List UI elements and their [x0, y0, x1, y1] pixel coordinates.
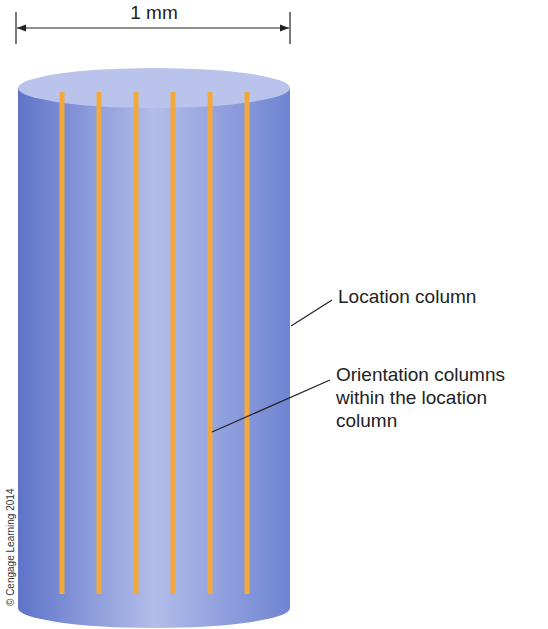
dimension-tick: [15, 12, 16, 44]
part-label: Location column: [338, 286, 543, 309]
copyright-watermark: © Cengage Learning 2014: [5, 489, 16, 606]
location-column-body: [18, 88, 290, 628]
dimension-line: [17, 27, 289, 28]
leader-line: [212, 380, 330, 432]
orientation-columns: [60, 92, 250, 594]
orientation-column: [171, 92, 176, 594]
orientation-column: [208, 92, 213, 594]
orientation-column: [97, 92, 102, 594]
orientation-column: [245, 92, 250, 594]
leader-line: [291, 300, 332, 326]
dimension-tick: [289, 12, 290, 44]
orientation-column: [134, 92, 139, 594]
dimension-label: 1 mm: [126, 2, 182, 25]
part-label: Orientation columns within the location …: [336, 364, 541, 432]
orientation-column: [60, 92, 65, 594]
